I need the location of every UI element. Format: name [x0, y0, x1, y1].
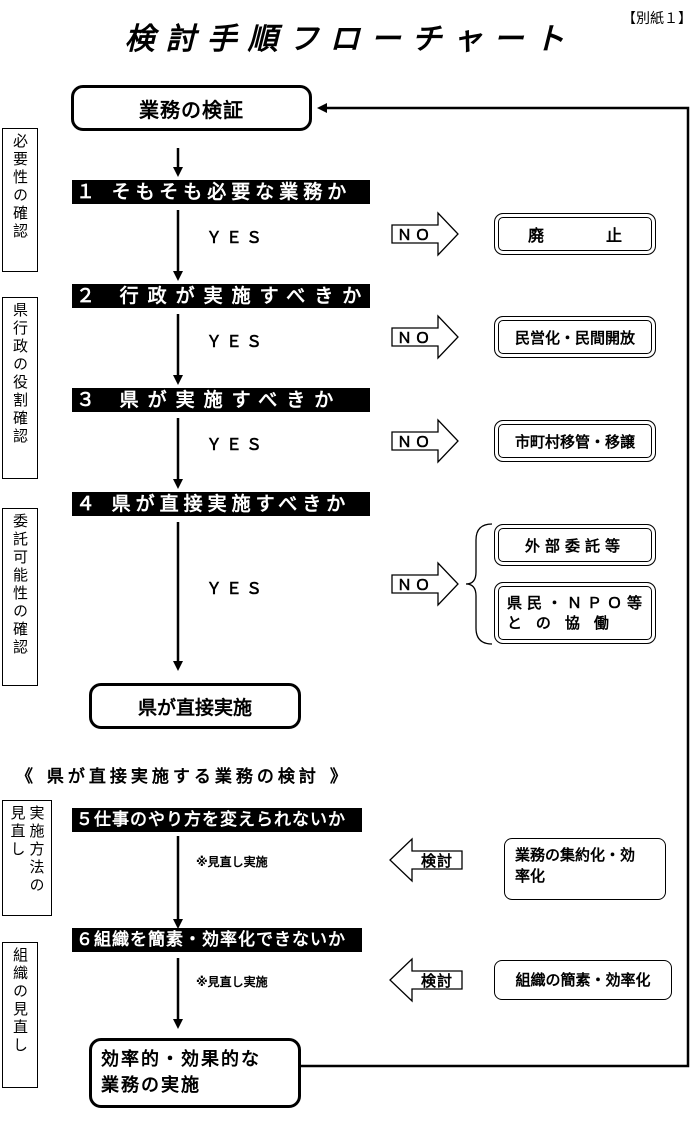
no-arrow-4 — [391, 561, 459, 607]
yes-label-3: ＹＥＳ — [206, 435, 267, 454]
no-label-4: ＮＯ — [396, 575, 433, 594]
side-label-outsourcing: 委託可能性の確認 — [2, 508, 38, 686]
feedback-loop-line — [300, 103, 690, 1068]
question-3-prefecture: ３ 県が実施すべきか — [72, 388, 370, 412]
yes-label-2: ＹＥＳ — [206, 332, 267, 351]
question-6-organization: ６組織を簡素・効率化できないか — [72, 928, 362, 952]
yes-label-4: ＹＥＳ — [206, 579, 267, 598]
outcome-brace — [465, 523, 493, 645]
side-label-role: 県行政の役割確認 — [2, 297, 38, 479]
side-label-method-review: 実施方法の 見直し — [2, 800, 52, 916]
kento-arrow-1 — [389, 837, 463, 883]
question-4-direct: ４ 県が直接実施すべきか — [72, 492, 370, 516]
question-2-government: ２ 行政が実施すべきか — [72, 284, 370, 308]
no-arrow-3 — [391, 418, 459, 464]
end-box-efficient-implementation: 効率的・効果的な 業務の実施 — [89, 1038, 301, 1108]
page-title: 検討手順フローチャート — [124, 22, 576, 57]
kento-label-1: 検討 — [420, 851, 453, 870]
kento-label-2: 検討 — [420, 971, 453, 990]
yes-label-1: ＹＥＳ — [206, 228, 267, 247]
outcome-citizen-collaboration: 県民・ＮＰＯ等 との協働 — [494, 582, 656, 644]
direct-implementation-box: 県が直接実施 — [89, 683, 301, 729]
annex-label: 【別紙１】 — [622, 11, 692, 27]
side-label-necessity: 必要性の確認 — [2, 128, 38, 272]
question-5-method: ５仕事のやり方を変えられないか — [72, 808, 362, 832]
section-2-title: 《 県が直接実施する業務の検討 》 — [16, 767, 351, 787]
outcome-consolidation: 業務の集約化・効 率化 — [504, 838, 666, 900]
kento-arrow-2 — [389, 957, 463, 1003]
outcome-municipal-transfer: 市町村移管・移譲 — [494, 420, 656, 462]
review-note-1: ※見直し実施 — [196, 855, 268, 869]
review-note-2: ※見直し実施 — [196, 975, 268, 989]
no-label-1: ＮＯ — [396, 225, 433, 244]
no-arrow-2 — [391, 314, 459, 360]
start-box-business-verification: 業務の検証 — [71, 85, 312, 131]
outcome-privatize: 民営化・民間開放 — [494, 316, 656, 358]
side-label-organization: 組織の見直し — [2, 942, 38, 1088]
outcome-outsource: 外部委託等 — [494, 524, 656, 566]
no-label-3: ＮＯ — [396, 432, 433, 451]
no-arrow-1 — [391, 211, 459, 257]
outcome-organization-simplify: 組織の簡素・効率化 — [494, 960, 672, 1000]
question-1-necessity: １ そもそも必要な業務か — [72, 180, 370, 204]
no-label-2: ＮＯ — [396, 328, 433, 347]
outcome-abolish: 廃止 — [494, 213, 656, 255]
